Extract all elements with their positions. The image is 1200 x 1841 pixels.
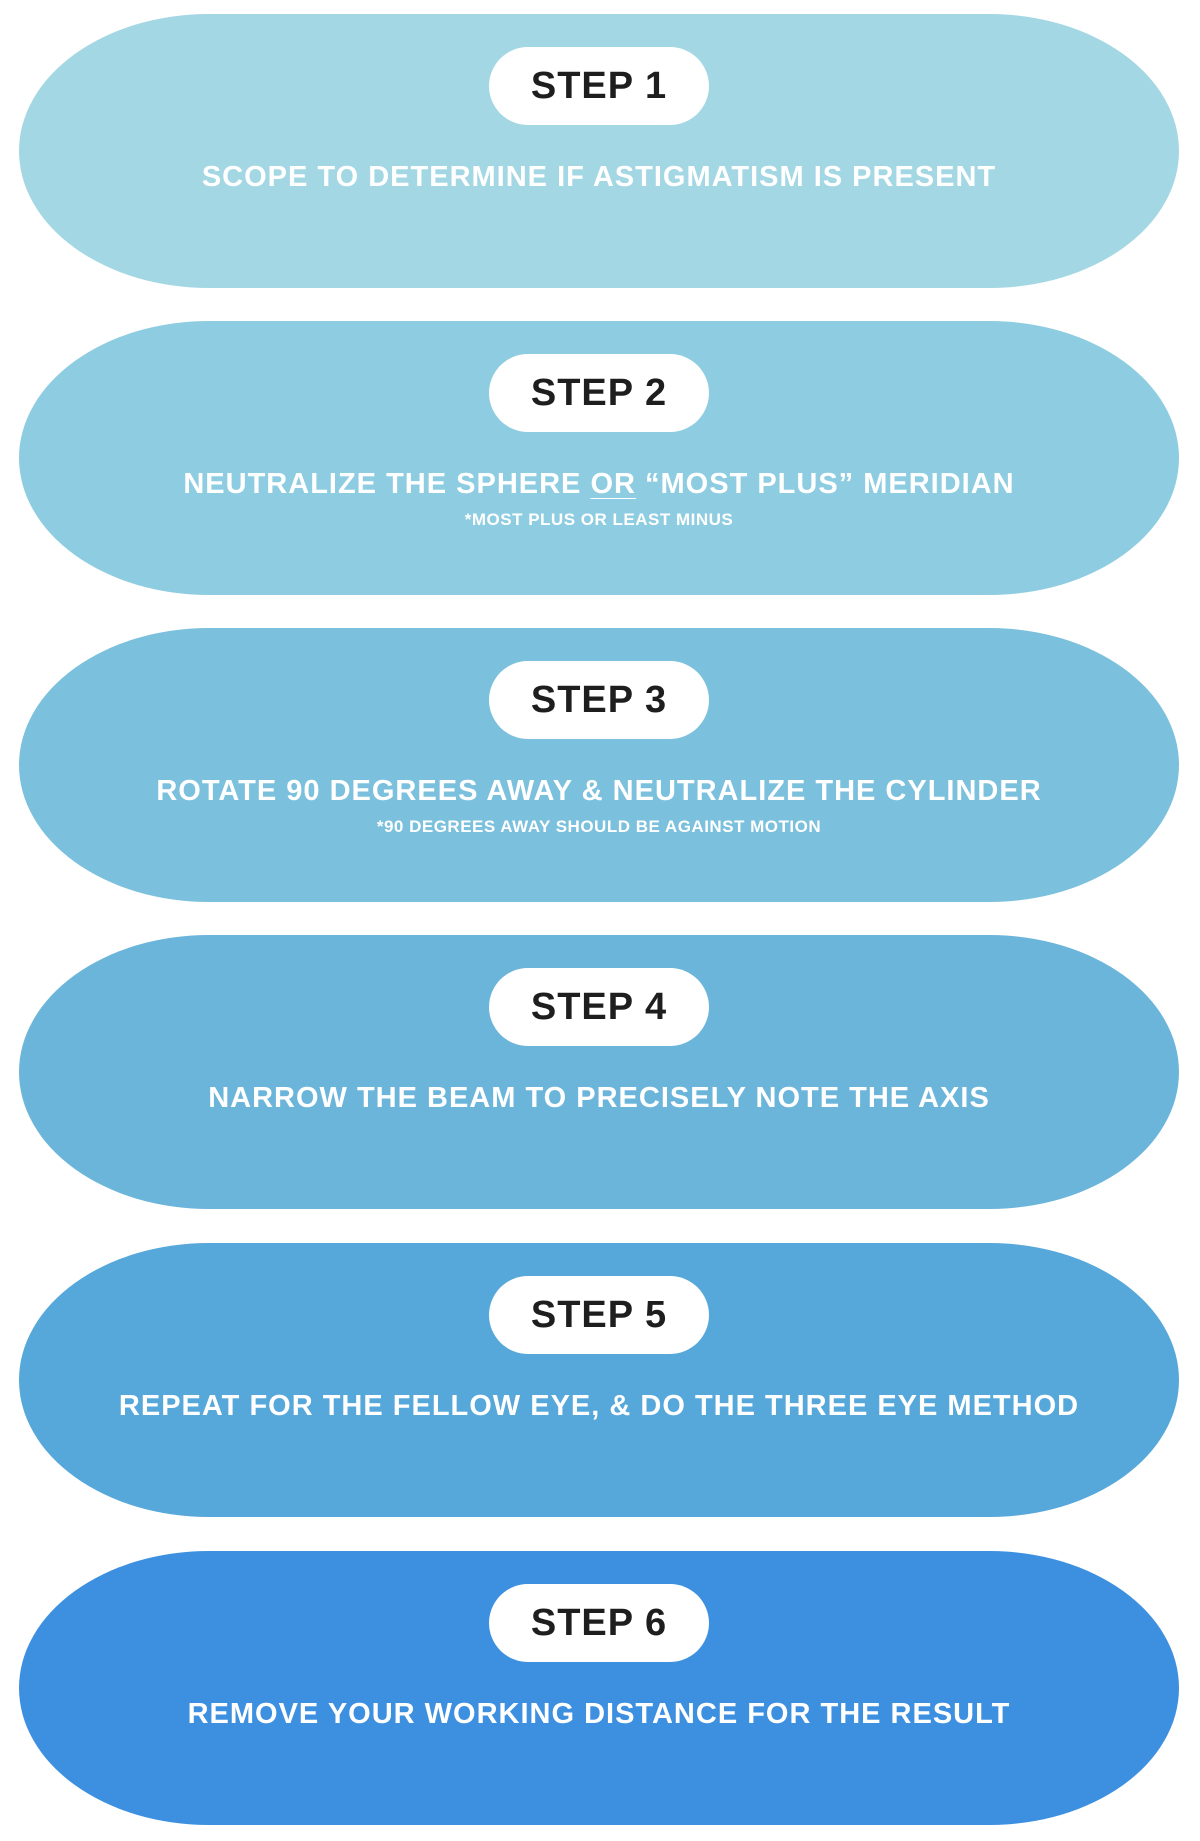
- step-note: *MOST PLUS OR LEAST MINUS: [464, 510, 734, 529]
- step-title: SCOPE TO DETERMINE IF ASTIGMATISM IS PRE…: [201, 161, 997, 193]
- step-badge: STEP 1: [489, 47, 709, 125]
- title-part: NEUTRALIZE THE SPHERE: [183, 468, 591, 500]
- step-badge: STEP 6: [489, 1584, 709, 1662]
- step-badge: STEP 2: [489, 354, 709, 432]
- step-title: ROTATE 90 DEGREES AWAY & NEUTRALIZE THE …: [156, 775, 1042, 807]
- step-note: *90 DEGREES AWAY SHOULD BE AGAINST MOTIO…: [376, 817, 822, 836]
- step-badge: STEP 5: [489, 1276, 709, 1354]
- step-title: NARROW THE BEAM TO PRECISELY NOTE THE AX…: [208, 1082, 990, 1114]
- step-3-card: STEP 3 ROTATE 90 DEGREES AWAY & NEUTRALI…: [19, 628, 1179, 902]
- step-1-card: STEP 1 SCOPE TO DETERMINE IF ASTIGMATISM…: [19, 14, 1179, 288]
- step-4-card: STEP 4 NARROW THE BEAM TO PRECISELY NOTE…: [19, 935, 1179, 1209]
- step-2-card: STEP 2 NEUTRALIZE THE SPHERE OR “MOST PL…: [19, 321, 1179, 595]
- underlined-or: OR: [590, 468, 636, 500]
- step-title: NEUTRALIZE THE SPHERE OR “MOST PLUS” MER…: [19, 468, 1179, 501]
- step-badge: STEP 3: [489, 661, 709, 739]
- step-5-card: STEP 5 REPEAT FOR THE FELLOW EYE, & DO T…: [19, 1243, 1179, 1517]
- step-title: REPEAT FOR THE FELLOW EYE, & DO THE THRE…: [118, 1390, 1080, 1422]
- step-badge: STEP 4: [489, 968, 709, 1046]
- title-part: “MOST PLUS” MERIDIAN: [635, 468, 1015, 500]
- step-title: REMOVE YOUR WORKING DISTANCE FOR THE RES…: [187, 1698, 1011, 1730]
- step-6-card: STEP 6 REMOVE YOUR WORKING DISTANCE FOR …: [19, 1551, 1179, 1825]
